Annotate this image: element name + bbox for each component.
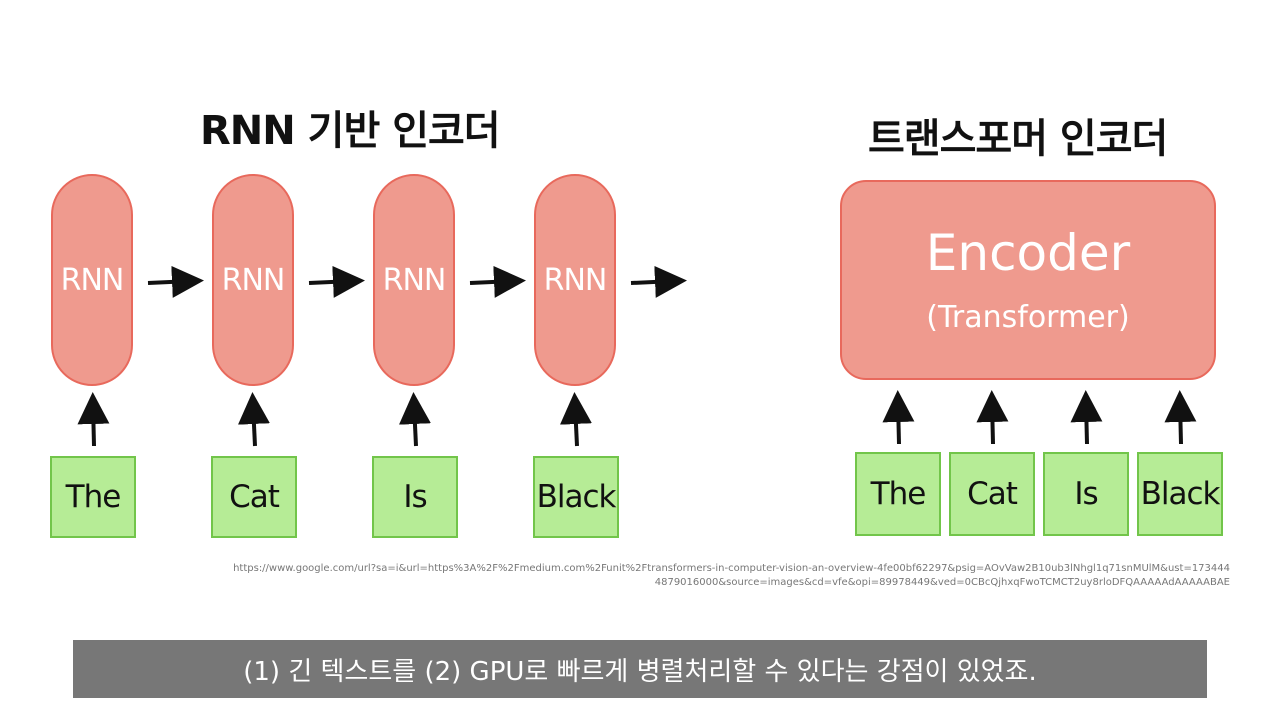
transformer-input-word: Black [1137, 452, 1223, 536]
word-label: Is [403, 479, 427, 515]
rnn-cell: RNN [51, 174, 133, 386]
word-label: Cat [967, 476, 1018, 512]
rnn-input-word: Is [372, 456, 458, 538]
rnn-encoder-title: RNN 기반 인코더 [200, 108, 501, 154]
rnn-input-word: Black [533, 456, 619, 538]
rnn-next-arrow [630, 265, 687, 298]
rnn-cell-label: RNN [382, 262, 447, 298]
rnn-cell-label: RNN [221, 262, 286, 298]
rnn-cell: RNN [373, 174, 455, 386]
word-label: Is [1074, 476, 1098, 512]
transformer-encoder-block: Encoder (Transformer) [840, 180, 1216, 380]
rnn-next-arrow [308, 265, 365, 298]
rnn-input-word: Cat [211, 456, 297, 538]
input-arrow [77, 392, 110, 447]
rnn-cell-label: RNN [543, 262, 608, 298]
input-arrow [1164, 390, 1197, 445]
word-label: Black [1140, 476, 1221, 512]
word-label: The [870, 476, 927, 512]
input-arrow [559, 392, 592, 447]
caption-text: (1) 긴 텍스트를 (2) GPU로 빠르게 병렬처리할 수 있다는 강점이 … [243, 656, 1037, 687]
encoder-subtitle: (Transformer) [926, 300, 1130, 335]
word-label: Cat [229, 479, 280, 515]
rnn-cell-label: RNN [60, 262, 125, 298]
input-arrow [1070, 390, 1103, 445]
input-arrow [882, 390, 915, 445]
encoder-title: Encoder [925, 224, 1131, 282]
word-label: The [65, 479, 122, 515]
caption-banner: (1) 긴 텍스트를 (2) GPU로 빠르게 병렬처리할 수 있다는 강점이 … [73, 640, 1207, 698]
word-label: Black [536, 479, 617, 515]
rnn-cell: RNN [212, 174, 294, 386]
input-arrow [237, 392, 270, 447]
source-url: https://www.google.com/url?sa=i&url=http… [233, 563, 1230, 588]
input-arrow [398, 392, 431, 447]
transformer-encoder-title: 트랜스포머 인코더 [868, 116, 1168, 162]
rnn-next-arrow [469, 265, 526, 298]
rnn-input-word: The [50, 456, 136, 538]
rnn-cell: RNN [534, 174, 616, 386]
input-arrow [976, 390, 1009, 445]
transformer-input-word: Cat [949, 452, 1035, 536]
transformer-input-word: The [855, 452, 941, 536]
rnn-next-arrow [147, 265, 204, 298]
transformer-input-word: Is [1043, 452, 1129, 536]
